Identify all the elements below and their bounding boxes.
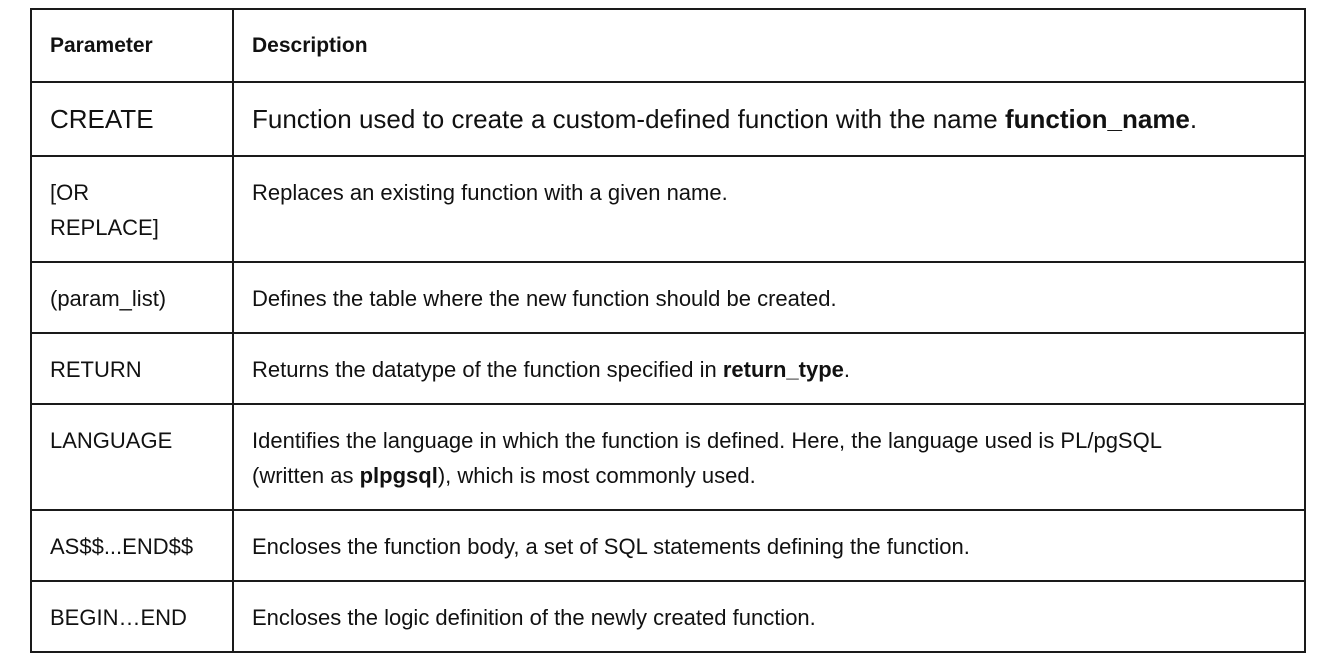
table-row: LANGUAGE Identifies the language in whic…	[30, 403, 1306, 511]
description-text: ), which is most commonly used.	[437, 463, 756, 488]
parameter-cell: BEGIN…END	[30, 580, 234, 653]
description-cell: Encloses the function body, a set of SQL…	[232, 509, 1306, 582]
description-cell: Defines the table where the new function…	[232, 261, 1306, 334]
description-cell: Identifies the language in which the fun…	[232, 403, 1306, 511]
description-cell: Returns the datatype of the function spe…	[232, 332, 1306, 405]
table-row: [OR REPLACE] Replaces an existing functio…	[30, 155, 1306, 263]
parameters-table: Parameter Description CREATE Function us…	[30, 8, 1306, 653]
description-text: Function used to create a custom-defined…	[252, 103, 1005, 134]
parameter-cell: AS$$...END$$	[30, 509, 234, 582]
description-text: Returns the datatype of the function spe…	[252, 357, 723, 382]
description-line: Identifies the language in which the fun…	[252, 428, 1162, 453]
table-row: BEGIN…END Encloses the logic definition …	[30, 580, 1306, 653]
parameter-cell: (param_list)	[30, 261, 234, 334]
table-row: RETURN Returns the datatype of the funct…	[30, 332, 1306, 405]
parameter-cell: CREATE	[30, 81, 234, 157]
description-text: (written as	[252, 463, 360, 488]
description-text: .	[1189, 103, 1198, 134]
header-description: Description	[232, 8, 1306, 83]
table-row: CREATE Function used to create a custom-…	[30, 81, 1306, 157]
table-row: AS$$...END$$ Encloses the function body,…	[30, 509, 1306, 582]
description-cell: Function used to create a custom-defined…	[232, 81, 1306, 157]
description-cell: Replaces an existing function with a giv…	[232, 155, 1306, 263]
description-code: plpgsql	[359, 463, 438, 488]
parameter-line: REPLACE]	[50, 215, 159, 240]
table-header-row: Parameter Description	[30, 8, 1306, 83]
description-code: function_name	[1004, 103, 1190, 134]
description-code: return_type	[722, 357, 844, 382]
parameter-line: [OR	[50, 180, 90, 205]
parameter-cell: [OR REPLACE]	[30, 155, 234, 263]
table-row: (param_list) Defines the table where the…	[30, 261, 1306, 334]
header-parameter: Parameter	[30, 8, 234, 83]
description-cell: Encloses the logic definition of the new…	[232, 580, 1306, 653]
description-text: .	[843, 357, 851, 382]
parameter-cell: RETURN	[30, 332, 234, 405]
parameter-cell: LANGUAGE	[30, 403, 234, 511]
